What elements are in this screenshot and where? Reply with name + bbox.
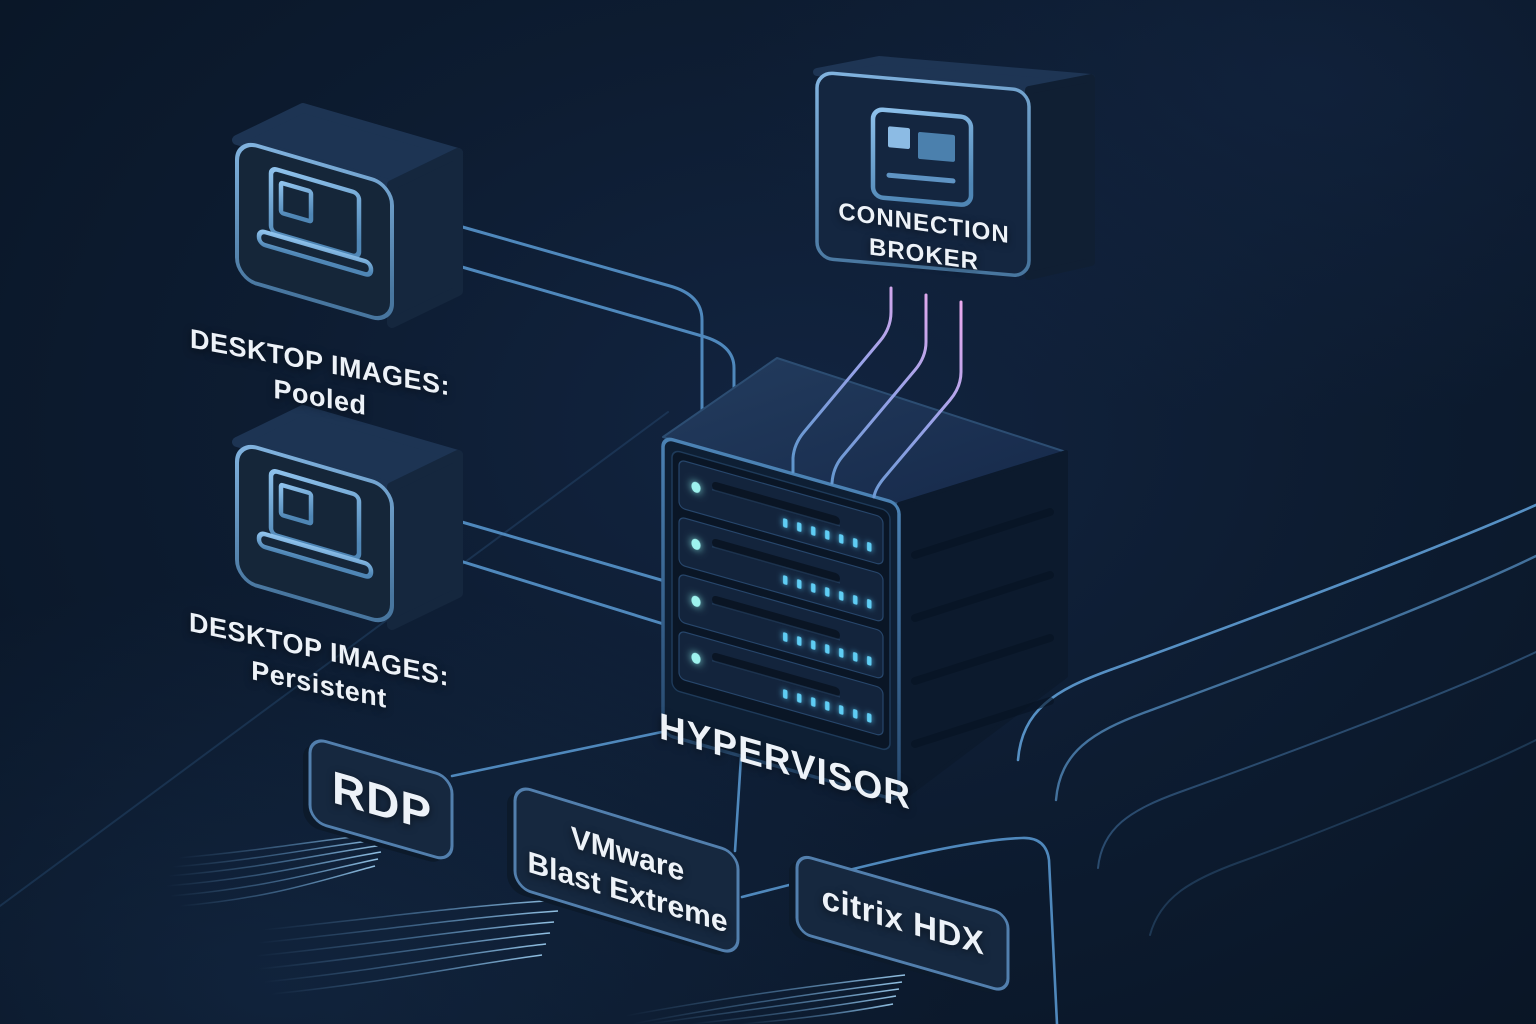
server-rack — [661, 437, 901, 801]
hypervisor-side-face — [897, 450, 1068, 802]
citrix-node — [789, 855, 1010, 993]
connector-broker-hypervisor — [791, 286, 963, 499]
laptop-icon — [256, 469, 374, 579]
connector-pooled-hypervisor-1 — [457, 224, 704, 413]
pooled-node — [232, 103, 463, 328]
laptop-icon — [256, 167, 374, 277]
vmware-node — [507, 787, 740, 955]
connector-rdp-hypervisor — [450, 722, 702, 778]
id-card-icon — [870, 107, 974, 207]
connector-pooled-hypervisor-2 — [453, 263, 736, 392]
signal-waves — [165, 832, 906, 1024]
power-led — [691, 481, 701, 493]
connector-persistent-hypervisor-1 — [446, 516, 670, 584]
floor-lines — [0, 411, 1536, 936]
connector-vmware-hypervisor — [733, 755, 743, 853]
status-leds — [783, 518, 872, 552]
rdp-node — [303, 739, 454, 862]
persistent-node — [232, 405, 463, 630]
broker-node — [813, 56, 1095, 280]
rack-unit — [678, 460, 884, 565]
hypervisor-node — [661, 357, 1068, 802]
connector-persistent-hypervisor-2 — [442, 554, 672, 628]
